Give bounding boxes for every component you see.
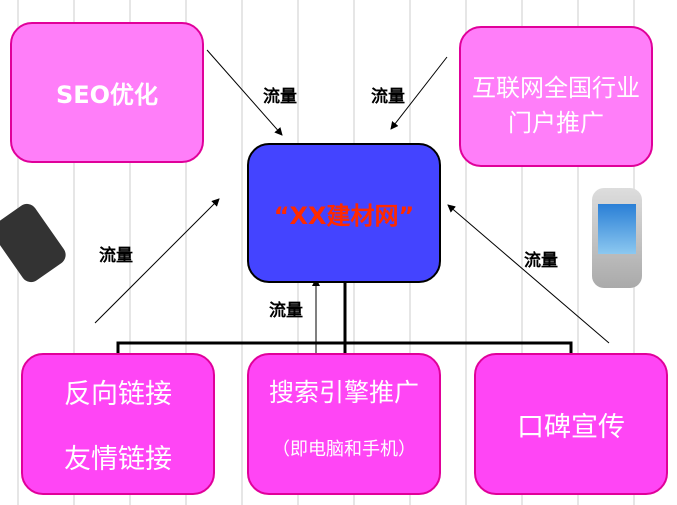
links-box: 反向链接 友情链接 [21, 353, 215, 495]
flow-label: 流量 [269, 301, 303, 321]
center-site-box: “XX建材网” [247, 143, 441, 283]
wordofmouth-label: 口碑宣传 [517, 411, 625, 443]
search-label: 搜索引擎推广 [268, 378, 419, 407]
seo-box: SEO优化 [10, 22, 204, 163]
tree-connector [116, 283, 573, 353]
flow-label: 流量 [99, 246, 133, 266]
arrow-seo [206, 49, 283, 136]
portal-line1: 互联网全国行业 [472, 74, 640, 102]
arrow-portal [390, 56, 448, 130]
arrow-links [94, 198, 220, 324]
friendlinks-label: 友情链接 [64, 444, 172, 475]
arrow-wordofmouth [447, 204, 610, 344]
search-sublabel: （即电脑和手机） [272, 439, 416, 460]
seo-label: SEO优化 [55, 81, 159, 109]
center-title: “XX建材网” [273, 201, 415, 230]
search-box: 搜索引擎推广 （即电脑和手机） [247, 353, 441, 495]
wordofmouth-box: 口碑宣传 [474, 353, 668, 495]
portal-box: 互联网全国行业 门户推广 [459, 26, 653, 167]
portal-line2: 门户推广 [508, 109, 604, 137]
pda-phone-image [592, 188, 642, 288]
flow-label: 流量 [263, 87, 297, 107]
backlinks-label: 反向链接 [64, 379, 172, 410]
flow-label: 流量 [524, 251, 558, 271]
flow-label: 流量 [371, 87, 405, 107]
